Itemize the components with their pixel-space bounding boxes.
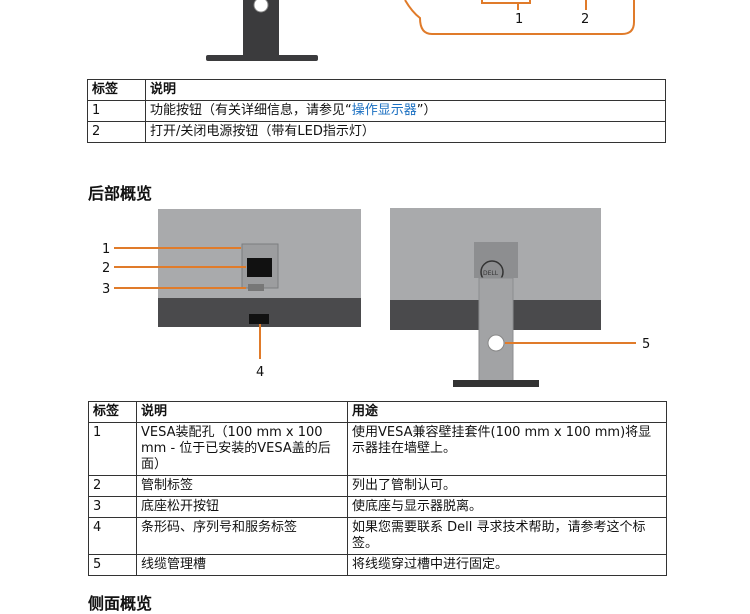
regulatory-label [247, 258, 272, 277]
row-desc: 线缆管理槽 [136, 554, 348, 576]
stand-base-right [453, 380, 539, 387]
stand-base [206, 55, 318, 61]
header-label: 标签 [87, 79, 146, 101]
callout-label-1: 1 [515, 12, 523, 27]
callout-frame [404, 0, 635, 35]
rear-table: 标签 说明 用途 1 VESA装配孔（100 mm x 100 mm - 位于已… [88, 401, 667, 576]
row-label: 4 [88, 517, 137, 555]
row-label: 1 [87, 100, 146, 122]
stand-column [478, 277, 514, 382]
section-title-side: 侧面概览 [88, 594, 153, 613]
table-header-row: 标签 说明 用途 [88, 401, 667, 423]
row-desc: 条形码、序列号和服务标签 [136, 517, 348, 555]
row-use: 使底座与显示器脱离。 [347, 496, 667, 518]
stand-hole [253, 0, 269, 13]
row-label: 3 [88, 496, 137, 518]
cable-slot [487, 334, 505, 352]
callout-label-2: 2 [581, 12, 589, 27]
table-row: 2 打开/关闭电源按钮（带有LED指示灯） [87, 121, 666, 143]
row-label: 2 [87, 121, 146, 143]
desc-text-suffix: ”） [416, 103, 437, 118]
dell-logo-text: DELL [483, 270, 499, 277]
service-tag [249, 314, 269, 324]
button-table: 标签 说明 1 功能按钮（有关详细信息，请参见“操作显示器”） 2 打开/关闭电… [87, 79, 666, 143]
table-row: 1 功能按钮（有关详细信息，请参见“操作显示器”） [87, 100, 666, 122]
table-row: 3 底座松开按钮 使底座与显示器脱离。 [88, 496, 667, 518]
callout-label-5: 5 [642, 337, 650, 352]
row-use: 列出了管制认可。 [347, 475, 667, 497]
row-desc: 管制标签 [136, 475, 348, 497]
table-row: 1 VESA装配孔（100 mm x 100 mm - 位于已安装的VESA盖的… [88, 422, 667, 476]
callout-label-2: 2 [102, 261, 110, 276]
desc-text: 功能按钮（有关详细信息，请参见“ [150, 103, 352, 118]
row-desc: 底座松开按钮 [136, 496, 348, 518]
top-figure: 1 2 [206, 0, 635, 61]
row-use: 使用VESA兼容壁挂套件(100 mm x 100 mm)将显示器挂在墙壁上。 [347, 422, 667, 476]
table-row: 2 管制标签 列出了管制认可。 [88, 475, 667, 497]
row-use: 如果您需要联系 Dell 寻求技术帮助，请参考这个标签。 [347, 517, 667, 555]
header-desc: 说明 [136, 401, 348, 423]
row-label: 2 [88, 475, 137, 497]
header-label: 标签 [88, 401, 137, 423]
link-operate-monitor[interactable]: 操作显示器 [351, 103, 417, 118]
row-desc: 打开/关闭电源按钮（带有LED指示灯） [145, 121, 666, 143]
callout-bracket [481, 0, 531, 4]
row-label: 5 [88, 554, 137, 576]
row-desc: VESA装配孔（100 mm x 100 mm - 位于已安装的VESA盖的后面… [136, 422, 348, 476]
table-row: 4 条形码、序列号和服务标签 如果您需要联系 Dell 寻求技术帮助，请参考这个… [88, 517, 667, 555]
callout-label-4: 4 [256, 365, 264, 380]
release-button [248, 284, 264, 291]
row-label: 1 [88, 422, 137, 476]
row-desc: 功能按钮（有关详细信息，请参见“操作显示器”） [145, 100, 666, 122]
table-header-row: 标签 说明 [87, 79, 666, 101]
section-title-rear: 后部概览 [88, 184, 153, 203]
header-use: 用途 [347, 401, 667, 423]
header-desc: 说明 [145, 79, 666, 101]
callout-label-3: 3 [102, 282, 110, 297]
row-use: 将线缆穿过槽中进行固定。 [347, 554, 667, 576]
callout-label-1: 1 [102, 242, 110, 257]
table-row: 5 线缆管理槽 将线缆穿过槽中进行固定。 [88, 554, 667, 576]
rear-figure: 1 2 3 4 DELL 5 [102, 208, 650, 387]
